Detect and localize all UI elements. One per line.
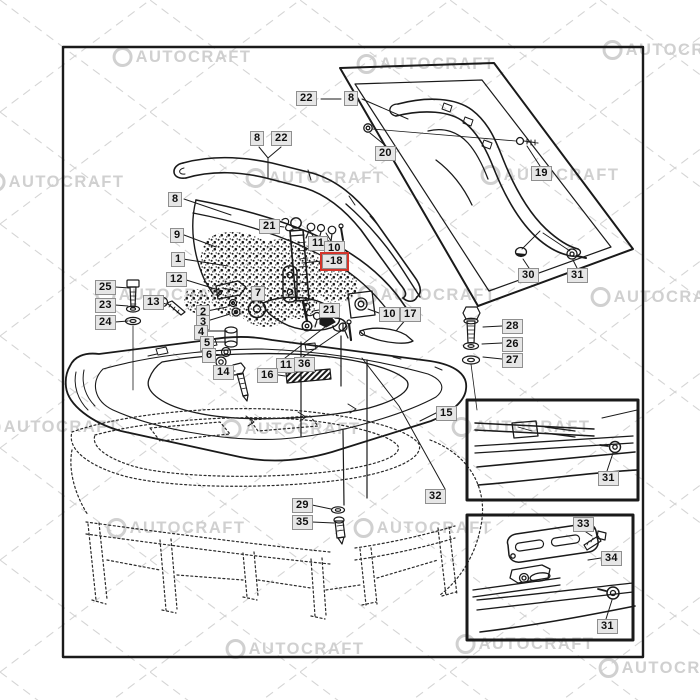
part-label-8-6[interactable]: 8: [250, 131, 265, 146]
part-label-1-10[interactable]: 1: [171, 252, 186, 267]
part-label-19-3[interactable]: 19: [531, 166, 552, 181]
part-label-10-28[interactable]: 10: [379, 307, 400, 322]
part-label-32-38[interactable]: 32: [425, 489, 446, 504]
part-label-31-37[interactable]: 31: [598, 471, 619, 486]
part-label-21-11[interactable]: 21: [259, 219, 280, 234]
part-label-8-8[interactable]: 8: [168, 192, 183, 207]
part-label-36-31[interactable]: 36: [294, 357, 315, 372]
part-label-highlighted-18-14[interactable]: -18: [320, 252, 349, 271]
part-label-7-26[interactable]: 7: [251, 286, 266, 301]
part-label-21-27[interactable]: 21: [319, 303, 340, 318]
part-label-6-24[interactable]: 6: [202, 348, 217, 363]
part-label-14-25[interactable]: 14: [213, 365, 234, 380]
part-label-34-42[interactable]: 34: [601, 551, 622, 566]
part-label-17-29[interactable]: 17: [400, 307, 421, 322]
part-label-22-0[interactable]: 22: [296, 91, 317, 106]
part-label-29-39[interactable]: 29: [292, 498, 313, 513]
part-label-15-36[interactable]: 15: [436, 406, 457, 421]
part-label-25-16[interactable]: 25: [95, 280, 116, 295]
part-label-33-41[interactable]: 33: [573, 517, 594, 532]
part-label-13-17[interactable]: 13: [143, 295, 164, 310]
part-label-11-12[interactable]: 11: [308, 236, 329, 251]
part-label-31-43[interactable]: 31: [597, 619, 618, 634]
part-label-10-13[interactable]: 10: [324, 241, 345, 256]
part-label-24-19[interactable]: 24: [95, 315, 116, 330]
part-label-9-9[interactable]: 9: [170, 228, 185, 243]
part-label-30-4[interactable]: 30: [518, 268, 539, 283]
part-label-27-35[interactable]: 27: [502, 353, 523, 368]
part-label-26-34[interactable]: 26: [502, 337, 523, 352]
part-label-28-33[interactable]: 28: [502, 319, 523, 334]
part-label-35-40[interactable]: 35: [292, 515, 313, 530]
part-label-5-23[interactable]: 5: [200, 336, 215, 351]
part-label-12-15[interactable]: 12: [166, 272, 187, 287]
part-label-23-18[interactable]: 23: [95, 298, 116, 313]
part-label-16-32[interactable]: 16: [257, 368, 278, 383]
part-label-8-1[interactable]: 8: [344, 91, 359, 106]
part-label-31-5[interactable]: 31: [567, 268, 588, 283]
part-label-20-2[interactable]: 20: [375, 146, 396, 161]
part-label-22-7[interactable]: 22: [271, 131, 292, 146]
